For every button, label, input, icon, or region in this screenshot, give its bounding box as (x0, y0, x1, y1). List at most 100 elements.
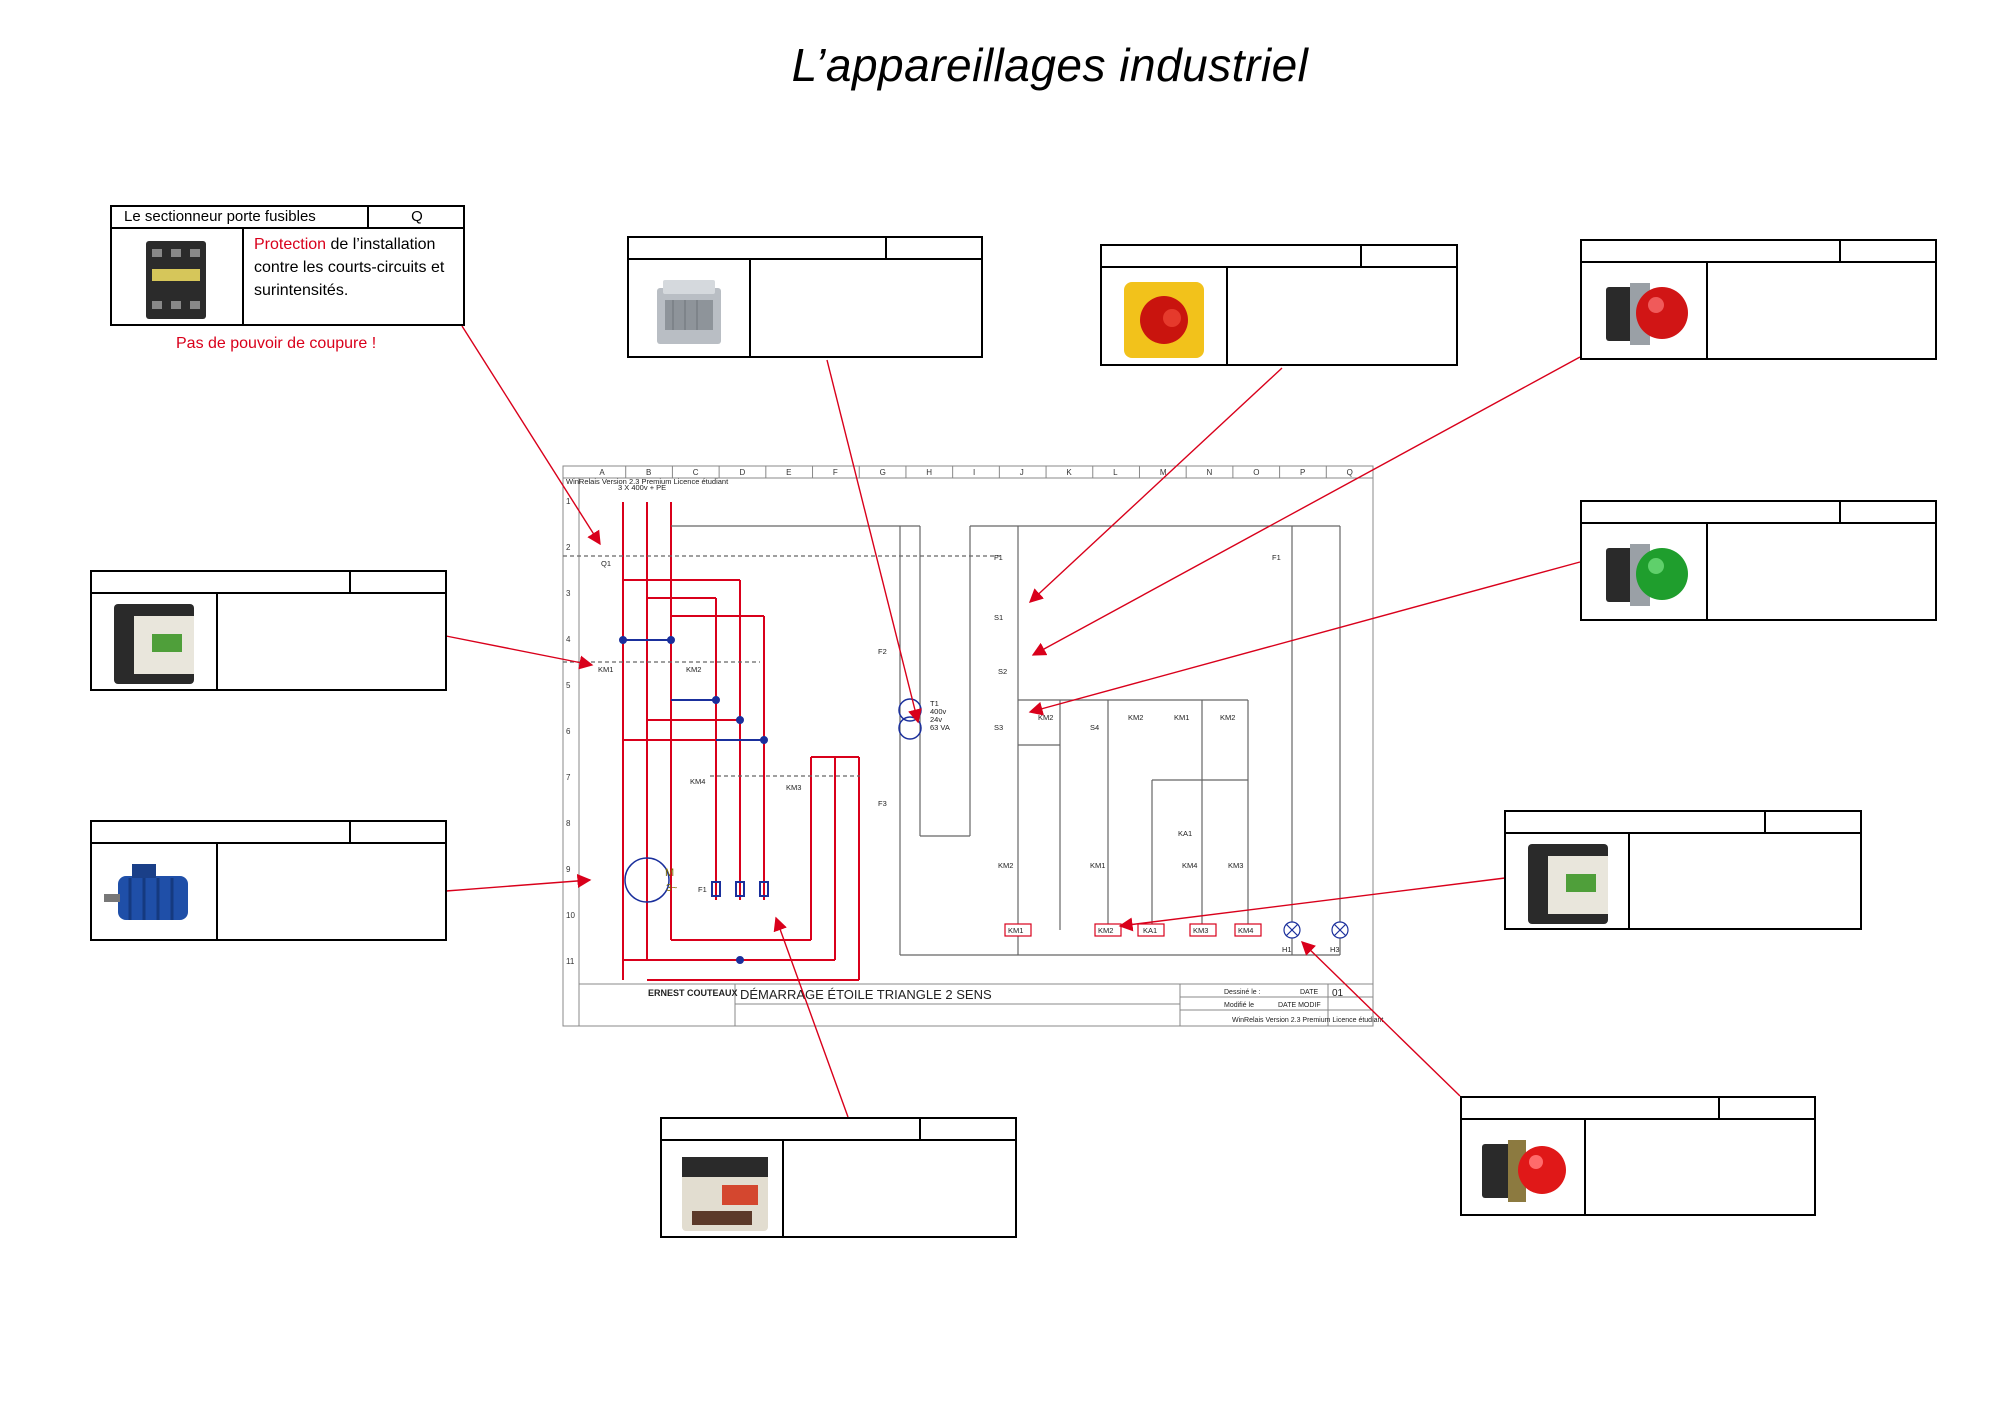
f2-label: F2 (878, 647, 887, 656)
column-label: A (599, 468, 605, 477)
column-label: E (786, 468, 791, 477)
title-block (579, 983, 1373, 1026)
row-label: 11 (566, 957, 575, 966)
drawing-title: DÉMARRAGE ÉTOILE TRIANGLE 2 SENS (740, 987, 992, 1002)
bridge-links (619, 636, 769, 964)
ka1-coil-label: KA1 (1143, 926, 1157, 935)
f3-label: F3 (878, 799, 887, 808)
column-label: K (1066, 468, 1072, 477)
coils (1004, 923, 1262, 937)
card-header: Le sectionneur porte fusibles Q (112, 207, 463, 229)
arrow-green-button (1028, 561, 1581, 716)
arrow-lamp (1300, 941, 1461, 1097)
s2-label: S2 (998, 667, 1007, 676)
f1-control-label: F1 (994, 553, 1003, 562)
km3-coil-label: KM3 (1193, 926, 1208, 935)
power-circuit (622, 502, 860, 981)
transformer-power: 63 VA (930, 723, 950, 732)
license-text: WinRelais Version 2.3 Premium Licence ét… (566, 477, 729, 486)
card-motor (90, 820, 447, 941)
column-label: I (973, 468, 975, 477)
card-contactor (90, 570, 447, 691)
km2-aux-label: KM2 (1038, 713, 1053, 722)
km2-aux3-label: KM2 (1220, 713, 1235, 722)
column-label: O (1253, 468, 1259, 477)
indicator-lamp-icon (1462, 1120, 1586, 1214)
km3-label: KM3 (786, 783, 801, 792)
arrow-estop (1028, 367, 1283, 603)
drawn-label: Dessiné le : (1224, 989, 1261, 996)
transformer-t1: T1 (930, 699, 939, 708)
row-label: 7 (566, 773, 571, 782)
column-label: G (880, 468, 886, 477)
red-pushbutton-icon (1582, 263, 1708, 358)
km2-aux2-label: KM2 (1128, 713, 1143, 722)
thermal-relay-icon (662, 1141, 784, 1236)
q1-label: Q1 (601, 559, 611, 568)
card-fuse-disconnector: Le sectionneur porte fusibles Q Protecti… (110, 205, 465, 326)
column-label: N (1207, 468, 1213, 477)
card-contactor-right (1504, 810, 1862, 930)
km1-label: KM1 (598, 665, 613, 674)
card-description: Protection de l’installation contre les … (244, 229, 463, 324)
arrow-thermal-relay (773, 916, 849, 1118)
desc-highlight: Protection (254, 236, 327, 253)
transformer-secondary: 24v (930, 715, 942, 724)
f1-lamp-label: F1 (1272, 553, 1281, 562)
date-modif-label: DATE MODIF (1278, 1002, 1321, 1009)
author-name: ERNEST COUTEAUX (648, 988, 738, 998)
km1-aux-label: KM1 (1174, 713, 1189, 722)
s3-label: S3 (994, 723, 1003, 732)
column-label: Q (1347, 468, 1353, 477)
h3-label: H3 (1330, 945, 1340, 954)
card-emergency-stop (1100, 244, 1458, 366)
card-name: Le sectionneur porte fusibles (124, 208, 316, 225)
arrow-red-button (1031, 356, 1581, 656)
column-label: L (1113, 468, 1118, 477)
row-label: 10 (566, 911, 575, 920)
km3-contact-label: KM3 (1228, 861, 1243, 870)
km4-coil-label: KM4 (1238, 926, 1253, 935)
contactor-icon (1506, 834, 1630, 928)
km4-label: KM4 (690, 777, 705, 786)
motor-symbol (624, 857, 670, 903)
km2-coil-label: KM2 (1098, 926, 1113, 935)
km2-label: KM2 (686, 665, 701, 674)
transformer-primary: 400v (930, 707, 947, 716)
km2-contact-label: KM2 (998, 861, 1013, 870)
column-label: M (1160, 468, 1167, 477)
arrow-contactor-km1 (445, 635, 594, 670)
s1-label: S1 (994, 613, 1003, 622)
fuse-disconnector-icon (112, 229, 244, 324)
card-symbol: Q (411, 208, 423, 225)
motor-label: M (665, 867, 674, 879)
row-label: 9 (566, 865, 571, 874)
km1-coil-label: KM1 (1008, 926, 1023, 935)
km4-contact-label: KM4 (1182, 861, 1197, 870)
card-thermal-relay (660, 1117, 1017, 1238)
row-label: 5 (566, 681, 571, 690)
page-title: L’appareillages industriel (791, 39, 1309, 91)
card-transformer (627, 236, 983, 358)
arrow-motor (445, 873, 592, 892)
sheet-number: 01 (1332, 988, 1344, 999)
green-pushbutton-icon (1582, 524, 1708, 619)
row-label: 8 (566, 819, 571, 828)
date-label: DATE (1300, 989, 1318, 996)
km1-contact-label: KM1 (1090, 861, 1105, 870)
schematic-sheet (562, 465, 1374, 1027)
ka1-contact-label: KA1 (1178, 829, 1192, 838)
s4-label: S4 (1090, 723, 1099, 732)
arrow-q1 (461, 325, 601, 546)
card-red-pushbutton (1580, 239, 1937, 360)
column-label: D (739, 468, 745, 477)
row-label: 3 (566, 589, 571, 598)
motor-icon (92, 844, 218, 939)
h1-label: H1 (1282, 945, 1292, 954)
emergency-stop-icon (1102, 268, 1228, 364)
row-label: 2 (566, 543, 571, 552)
motor-phase-label: 3~ (666, 883, 678, 894)
transformer-icon (629, 260, 751, 356)
